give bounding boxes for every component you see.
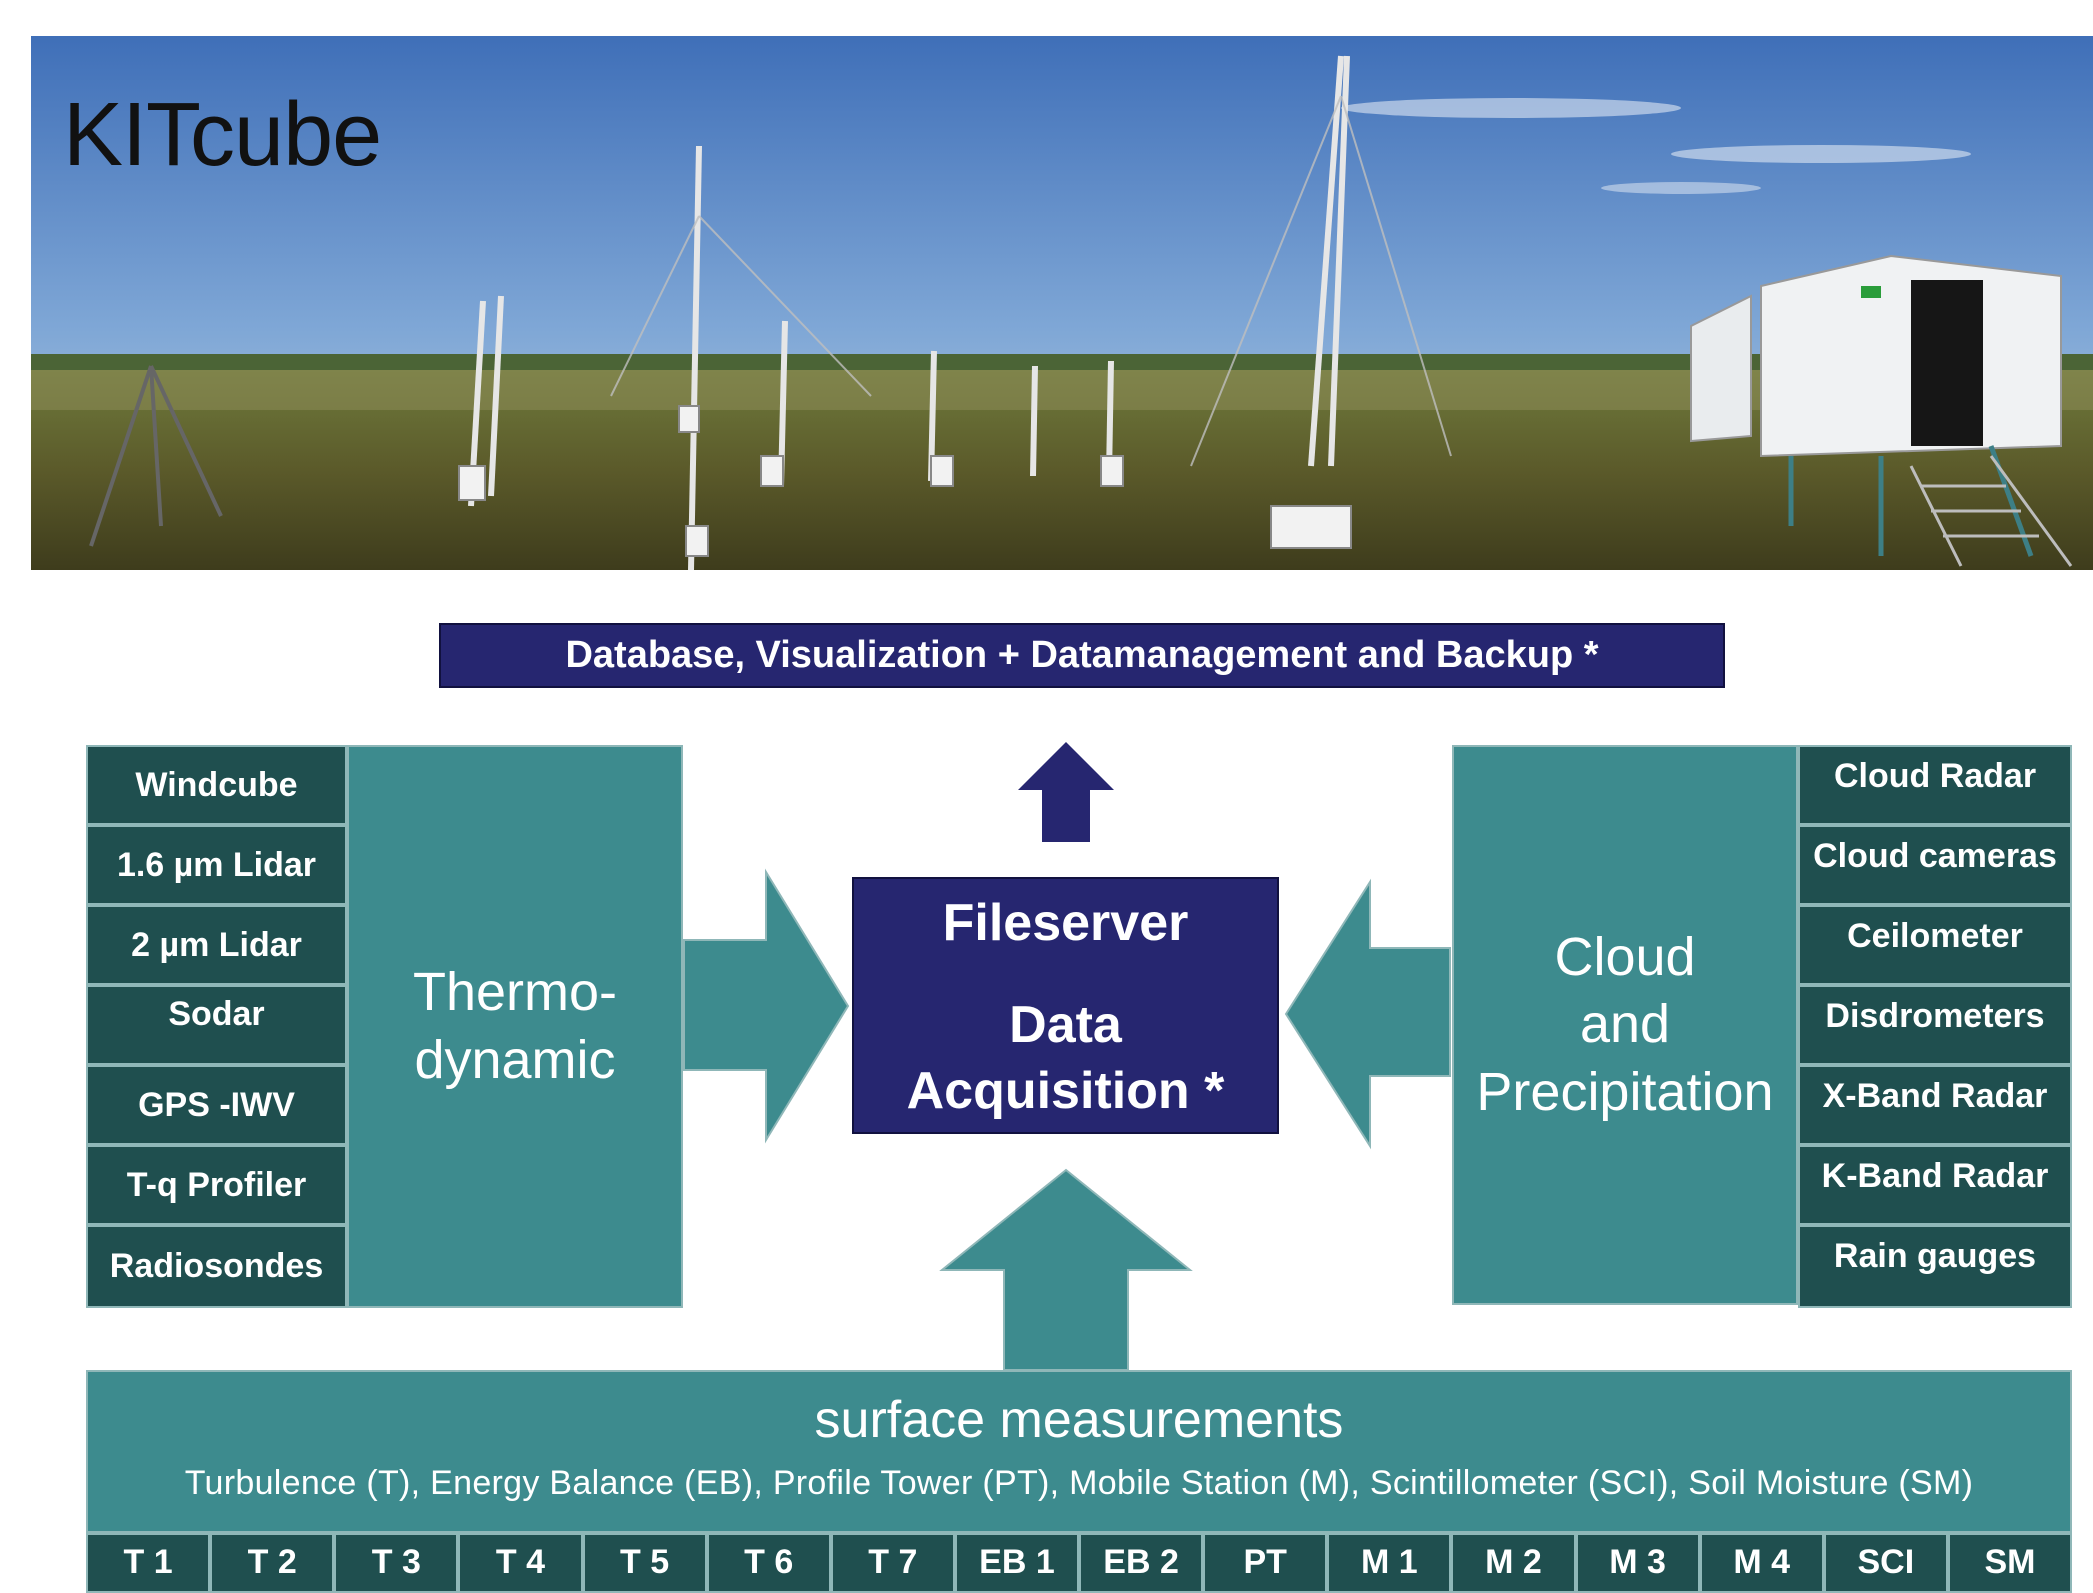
station-cell: M 2	[1451, 1533, 1576, 1593]
station-cell: M 4	[1699, 1533, 1824, 1593]
thermodynamic-label-line1: Thermo-	[412, 962, 618, 1022]
instrument-gps-iwv: GPS -IWV	[86, 1065, 347, 1145]
instrument-disdrometers: Disdrometers	[1798, 985, 2072, 1065]
thermodynamic-label-line2: dynamic	[414, 1029, 616, 1090]
cloud-instrument-list: Cloud Radar Cloud cameras Ceilometer Dis…	[1798, 745, 2072, 1308]
fileserver-label: Fileserver	[942, 894, 1189, 952]
cloud-label-line3: Precipitation	[1476, 1061, 1774, 1122]
instrument-2um-lidar: 2 µm Lidar	[86, 905, 347, 985]
data-acquisition-label-line1: Data	[1009, 996, 1122, 1054]
station-cell: T 6	[706, 1533, 831, 1593]
station-cell: EB 2	[1079, 1533, 1204, 1593]
kitcube-photo: KITcube	[31, 36, 2093, 570]
fileserver-box: Fileserver Data Acquisition *	[852, 877, 1279, 1134]
instrument-cloud-radar: Cloud Radar	[1798, 745, 2072, 825]
instrument-rain-gauges: Rain gauges	[1798, 1225, 2072, 1308]
instrument-ceilometer: Ceilometer	[1798, 905, 2072, 985]
thermodynamic-block: Thermo- dynamic	[347, 745, 683, 1308]
arrow-cloud-to-fileserver	[1284, 878, 1451, 1150]
surface-title: surface measurements	[814, 1391, 1344, 1449]
database-banner: Database, Visualization + Datamanagement…	[439, 623, 1725, 688]
cloud-precipitation-block: Cloud and Precipitation	[1452, 745, 1798, 1305]
photo-title: KITcube	[63, 85, 382, 185]
station-cell: PT	[1203, 1533, 1328, 1593]
station-cell: SM	[1947, 1533, 2072, 1593]
station-cell: M 3	[1575, 1533, 1700, 1593]
station-cell: T 1	[86, 1533, 211, 1593]
station-cell: M 1	[1327, 1533, 1452, 1593]
station-cell: SCI	[1823, 1533, 1948, 1593]
instrument-windcube: Windcube	[86, 745, 347, 825]
arrow-surface-to-fileserver	[939, 1168, 1193, 1371]
station-cell: T 3	[334, 1533, 459, 1593]
data-acquisition-label-line2: Acquisition *	[906, 1062, 1225, 1120]
instrument-1-6um-lidar: 1.6 µm Lidar	[86, 825, 347, 905]
field-site-illustration	[31, 36, 2093, 570]
cloud-label-line1: Cloud	[1554, 926, 1696, 987]
station-cell: T 2	[210, 1533, 335, 1593]
instrument-k-band-radar: K-Band Radar	[1798, 1145, 2072, 1225]
surface-subtitle: Turbulence (T), Energy Balance (EB), Pro…	[184, 1464, 1974, 1502]
thermodynamic-instrument-list: Windcube 1.6 µm Lidar 2 µm Lidar Sodar G…	[86, 745, 347, 1308]
instrument-radiosondes: Radiosondes	[86, 1225, 347, 1308]
surface-measurements-block: surface measurements Turbulence (T), Ene…	[86, 1370, 2072, 1533]
station-row: T 1 T 2 T 3 T 4 T 5 T 6 T 7 EB 1 EB 2 PT…	[86, 1533, 2072, 1593]
cloud-label-line2: and	[1579, 994, 1671, 1055]
instrument-x-band-radar: X-Band Radar	[1798, 1065, 2072, 1145]
station-cell: EB 1	[954, 1533, 1079, 1593]
instrument-tq-profiler: T-q Profiler	[86, 1145, 347, 1225]
station-cell: T 7	[830, 1533, 955, 1593]
arrow-thermodynamic-to-fileserver	[683, 868, 850, 1144]
station-cell: T 4	[458, 1533, 583, 1593]
station-cell: T 5	[582, 1533, 707, 1593]
arrow-up-to-database	[1018, 742, 1114, 842]
instrument-sodar: Sodar	[86, 985, 347, 1065]
instrument-cloud-cameras: Cloud cameras	[1798, 825, 2072, 905]
